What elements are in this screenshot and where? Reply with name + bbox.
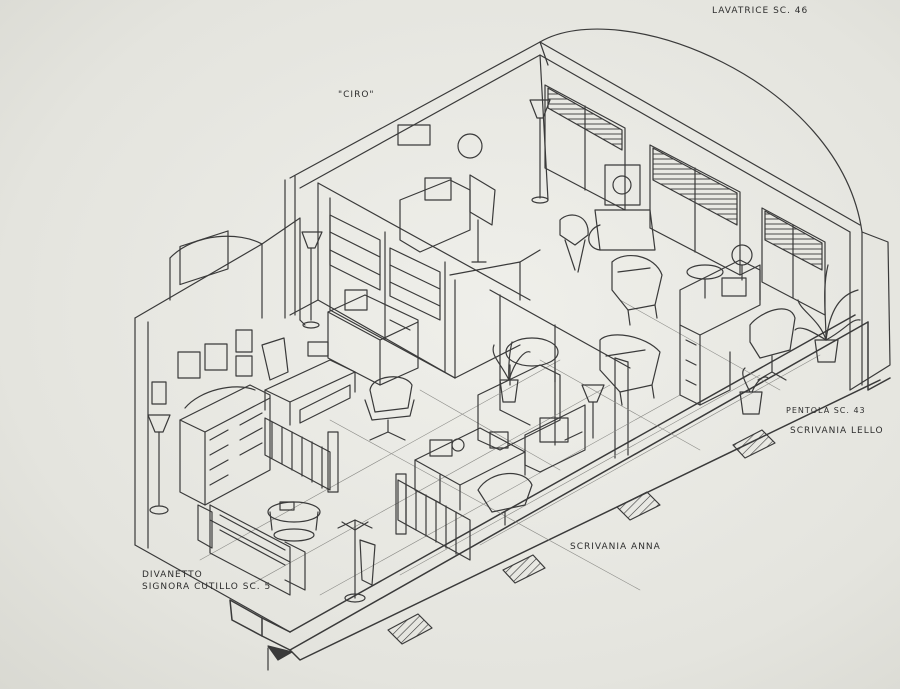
- plant-icon: [739, 367, 769, 415]
- label-ciro: "CIRO": [338, 90, 375, 100]
- label-scrivania-lello: SCRIVANIA LELLO: [790, 426, 884, 436]
- armchair-icon: [477, 472, 533, 526]
- desk-icon: [414, 427, 526, 511]
- desk-icon: [679, 259, 761, 406]
- desk-icon: [261, 337, 356, 426]
- pillar: [284, 175, 296, 319]
- desk-icon: [179, 384, 271, 506]
- pentola-appliance: [559, 164, 656, 273]
- bench-icon: [197, 504, 306, 596]
- coat-rack-icon: [337, 519, 376, 603]
- label-lavatrice: LAVATRICE Sc. 46: [712, 6, 809, 16]
- north-arrow-icon: [267, 645, 293, 671]
- windows: [544, 84, 826, 316]
- left-wall: [134, 217, 306, 633]
- floor-lamp-icon: [301, 231, 323, 329]
- armchair-icon: [364, 376, 415, 441]
- coffee-table: [267, 501, 321, 542]
- glass-partitions: [289, 182, 631, 459]
- label-pentola: PENTOLA Sc. 43: [786, 406, 866, 415]
- armchair-icon: [611, 254, 663, 326]
- back-wall: [289, 28, 891, 391]
- floor-lamp-icon: [529, 99, 551, 204]
- cabinet: [327, 289, 419, 386]
- armchair-icon: [599, 334, 661, 406]
- front-walls: [229, 314, 891, 661]
- label-scrivania-anna: SCRIVANIA ANNA: [570, 542, 661, 552]
- floor-lamp-icon: [147, 414, 171, 515]
- desk-icon: [397, 124, 496, 263]
- bookshelf: [329, 214, 441, 321]
- ceiling-arch: [539, 28, 863, 233]
- plant-icon: [794, 264, 861, 363]
- desk-icon: [477, 364, 586, 473]
- door-thresholds: [387, 429, 776, 645]
- floor-lamp-icon: [581, 384, 605, 439]
- railings: [264, 417, 471, 561]
- floor-grid: [199, 299, 821, 596]
- label-divanetto: DIVANETTO: [142, 570, 203, 580]
- label-signora-cutillo: SIGNORA CUTILLO Sc. 5: [142, 582, 272, 592]
